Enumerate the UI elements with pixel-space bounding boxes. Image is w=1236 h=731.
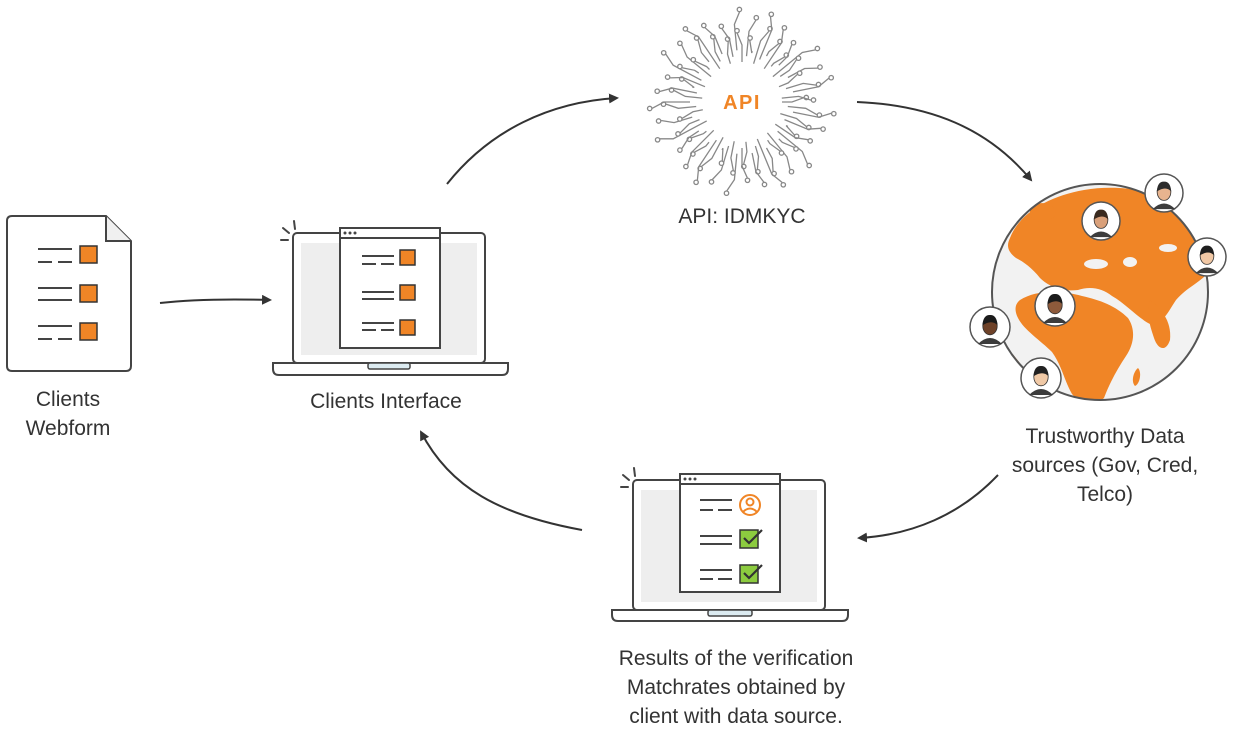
person-avatar <box>1081 201 1121 241</box>
interface-label: Clients Interface <box>310 390 462 413</box>
webform-label: Clients Webform <box>25 388 111 440</box>
person-avatar <box>1034 285 1076 327</box>
person-avatar <box>969 306 1011 348</box>
globe-icon <box>969 173 1227 401</box>
laptop-form-icon <box>272 220 509 376</box>
arrow-sources-to-results <box>857 474 999 543</box>
results-label: Results of the verification Matchrates o… <box>618 647 854 728</box>
person-avatar <box>1144 173 1184 213</box>
circuit-chip-icon: API <box>646 6 837 197</box>
api-badge: API <box>723 92 761 114</box>
arrow-interface-to-api <box>446 93 619 185</box>
arrow-results-to-interface <box>420 430 583 531</box>
person-avatar <box>1187 237 1227 277</box>
document-form-icon <box>6 215 132 372</box>
person-avatar <box>1020 357 1062 399</box>
arrow-api-to-sources <box>856 101 1033 182</box>
laptop-check-icon <box>611 467 849 622</box>
arrow-webform-to-interface <box>159 294 272 305</box>
api-label: API: IDMKYC <box>678 205 806 228</box>
sources-label: Trustworthy Data sources (Gov, Cred, Tel… <box>1011 425 1199 506</box>
